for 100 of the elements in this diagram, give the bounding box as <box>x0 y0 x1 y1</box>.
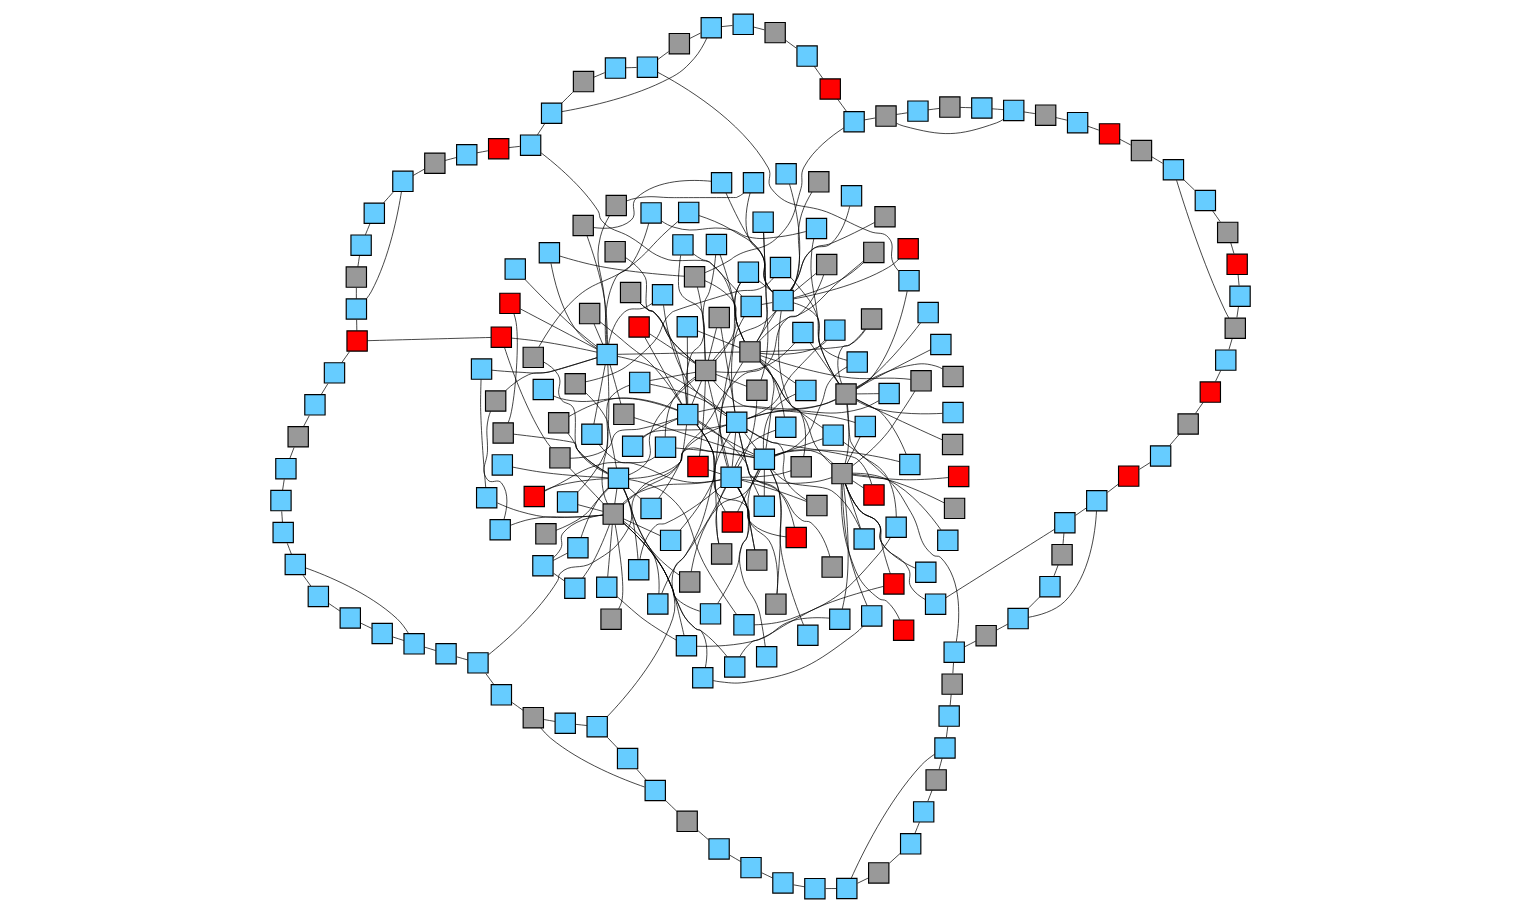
connector <box>792 302 847 361</box>
connector <box>577 504 603 512</box>
connector <box>737 487 766 647</box>
connector <box>704 127 844 273</box>
node-box <box>947 465 969 488</box>
node-box <box>764 593 787 615</box>
node-box <box>490 326 512 348</box>
node-box <box>522 346 544 369</box>
connector <box>507 313 518 423</box>
connector <box>851 474 948 481</box>
node-box <box>821 424 844 446</box>
connector <box>568 467 604 505</box>
node-box <box>578 302 600 325</box>
node-box <box>678 571 700 593</box>
node-box <box>585 715 608 738</box>
node-box <box>1130 139 1152 162</box>
connector <box>622 488 684 636</box>
connector <box>760 302 773 305</box>
connector <box>731 432 736 468</box>
connector <box>679 432 731 531</box>
connector <box>1028 596 1040 609</box>
node-box <box>912 801 934 823</box>
connector <box>763 469 765 497</box>
node-box <box>791 321 814 344</box>
connector <box>743 432 757 450</box>
connector <box>560 37 707 112</box>
connector <box>355 319 357 331</box>
connector <box>697 420 759 497</box>
connector <box>855 399 943 441</box>
node-box <box>323 362 345 384</box>
connector <box>855 322 921 389</box>
connector <box>855 349 931 389</box>
node-box <box>774 416 797 438</box>
connector <box>740 477 832 484</box>
node-box <box>595 343 618 366</box>
node-box <box>898 453 921 476</box>
node-box <box>840 185 862 207</box>
node-box <box>1006 607 1029 630</box>
node-box <box>705 233 727 256</box>
node-box <box>532 378 554 401</box>
connector <box>1150 156 1163 164</box>
node-box <box>675 810 698 833</box>
connector <box>382 191 394 204</box>
connector <box>661 487 726 594</box>
connector <box>539 727 645 788</box>
node-box <box>619 281 641 304</box>
connector <box>697 830 709 841</box>
node-box <box>699 603 721 625</box>
node-box <box>671 234 694 256</box>
node-box <box>556 491 578 513</box>
node-box <box>571 214 594 237</box>
connector <box>584 392 617 469</box>
connector <box>851 390 915 467</box>
connector <box>949 694 952 706</box>
connector <box>566 432 608 474</box>
node-box <box>612 403 635 426</box>
connector <box>1138 462 1151 470</box>
connector <box>855 398 906 455</box>
node-box <box>1085 490 1107 512</box>
connector <box>690 469 761 572</box>
connector <box>649 383 727 415</box>
node-box <box>970 97 993 119</box>
node-box <box>1098 123 1120 145</box>
node-box <box>307 585 329 608</box>
node-box <box>771 289 794 312</box>
connector <box>575 724 587 726</box>
connector <box>1211 210 1220 222</box>
connector <box>561 91 573 104</box>
connector <box>649 371 696 381</box>
connector <box>622 424 687 505</box>
node-box <box>488 518 511 541</box>
connector <box>627 487 641 499</box>
node-box <box>466 652 489 674</box>
connector <box>665 800 677 812</box>
connector <box>320 383 328 395</box>
connector <box>552 573 565 582</box>
node-box <box>605 194 627 217</box>
connector <box>1055 117 1067 121</box>
connector <box>593 323 603 345</box>
connector <box>716 469 759 604</box>
connector <box>759 340 827 355</box>
node-box <box>830 462 853 485</box>
connector <box>614 524 623 610</box>
node-box <box>572 70 594 93</box>
connector <box>736 400 757 468</box>
node-box <box>942 641 965 663</box>
connector <box>625 192 744 202</box>
connector <box>715 374 747 387</box>
node-box <box>538 242 560 264</box>
connector <box>688 32 701 39</box>
node-box <box>707 838 730 860</box>
node-box <box>845 351 868 373</box>
node-box <box>774 163 797 185</box>
connector <box>938 758 942 770</box>
connector <box>1229 242 1234 254</box>
connector <box>720 25 733 27</box>
connector <box>863 117 876 121</box>
connector <box>740 479 807 502</box>
connector <box>695 424 726 512</box>
node-box <box>820 556 843 578</box>
